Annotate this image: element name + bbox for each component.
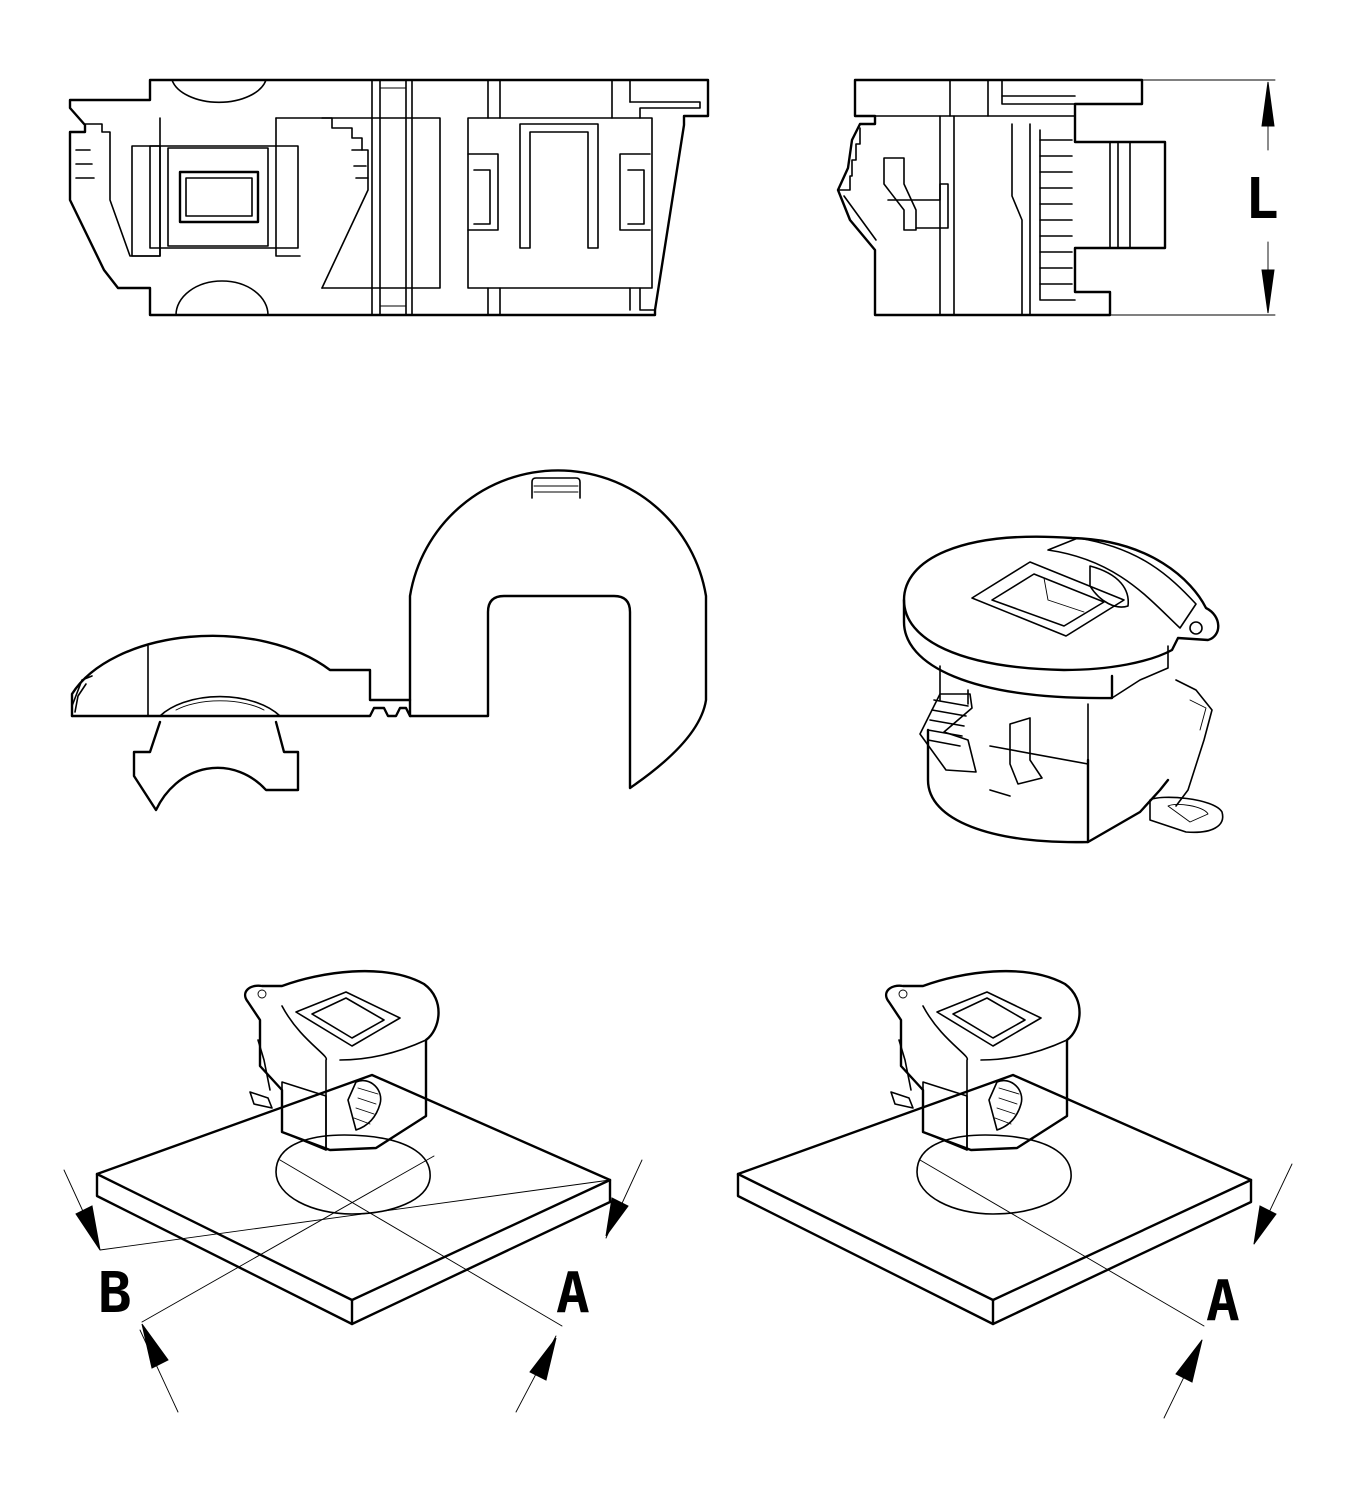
side-view: L: [836, 78, 1279, 317]
dimension-label-l: L: [1245, 167, 1279, 232]
dimension-label-a-left: A: [556, 1261, 590, 1326]
front-view: [68, 78, 710, 317]
isometric-view: [902, 535, 1224, 844]
dimension-label-b: B: [98, 1261, 132, 1326]
dimension-label-a-right: A: [1206, 1269, 1240, 1334]
mounted-view-left: B A: [63, 970, 643, 1413]
top-view: [70, 469, 708, 812]
mounted-view-right: A: [736, 970, 1293, 1419]
